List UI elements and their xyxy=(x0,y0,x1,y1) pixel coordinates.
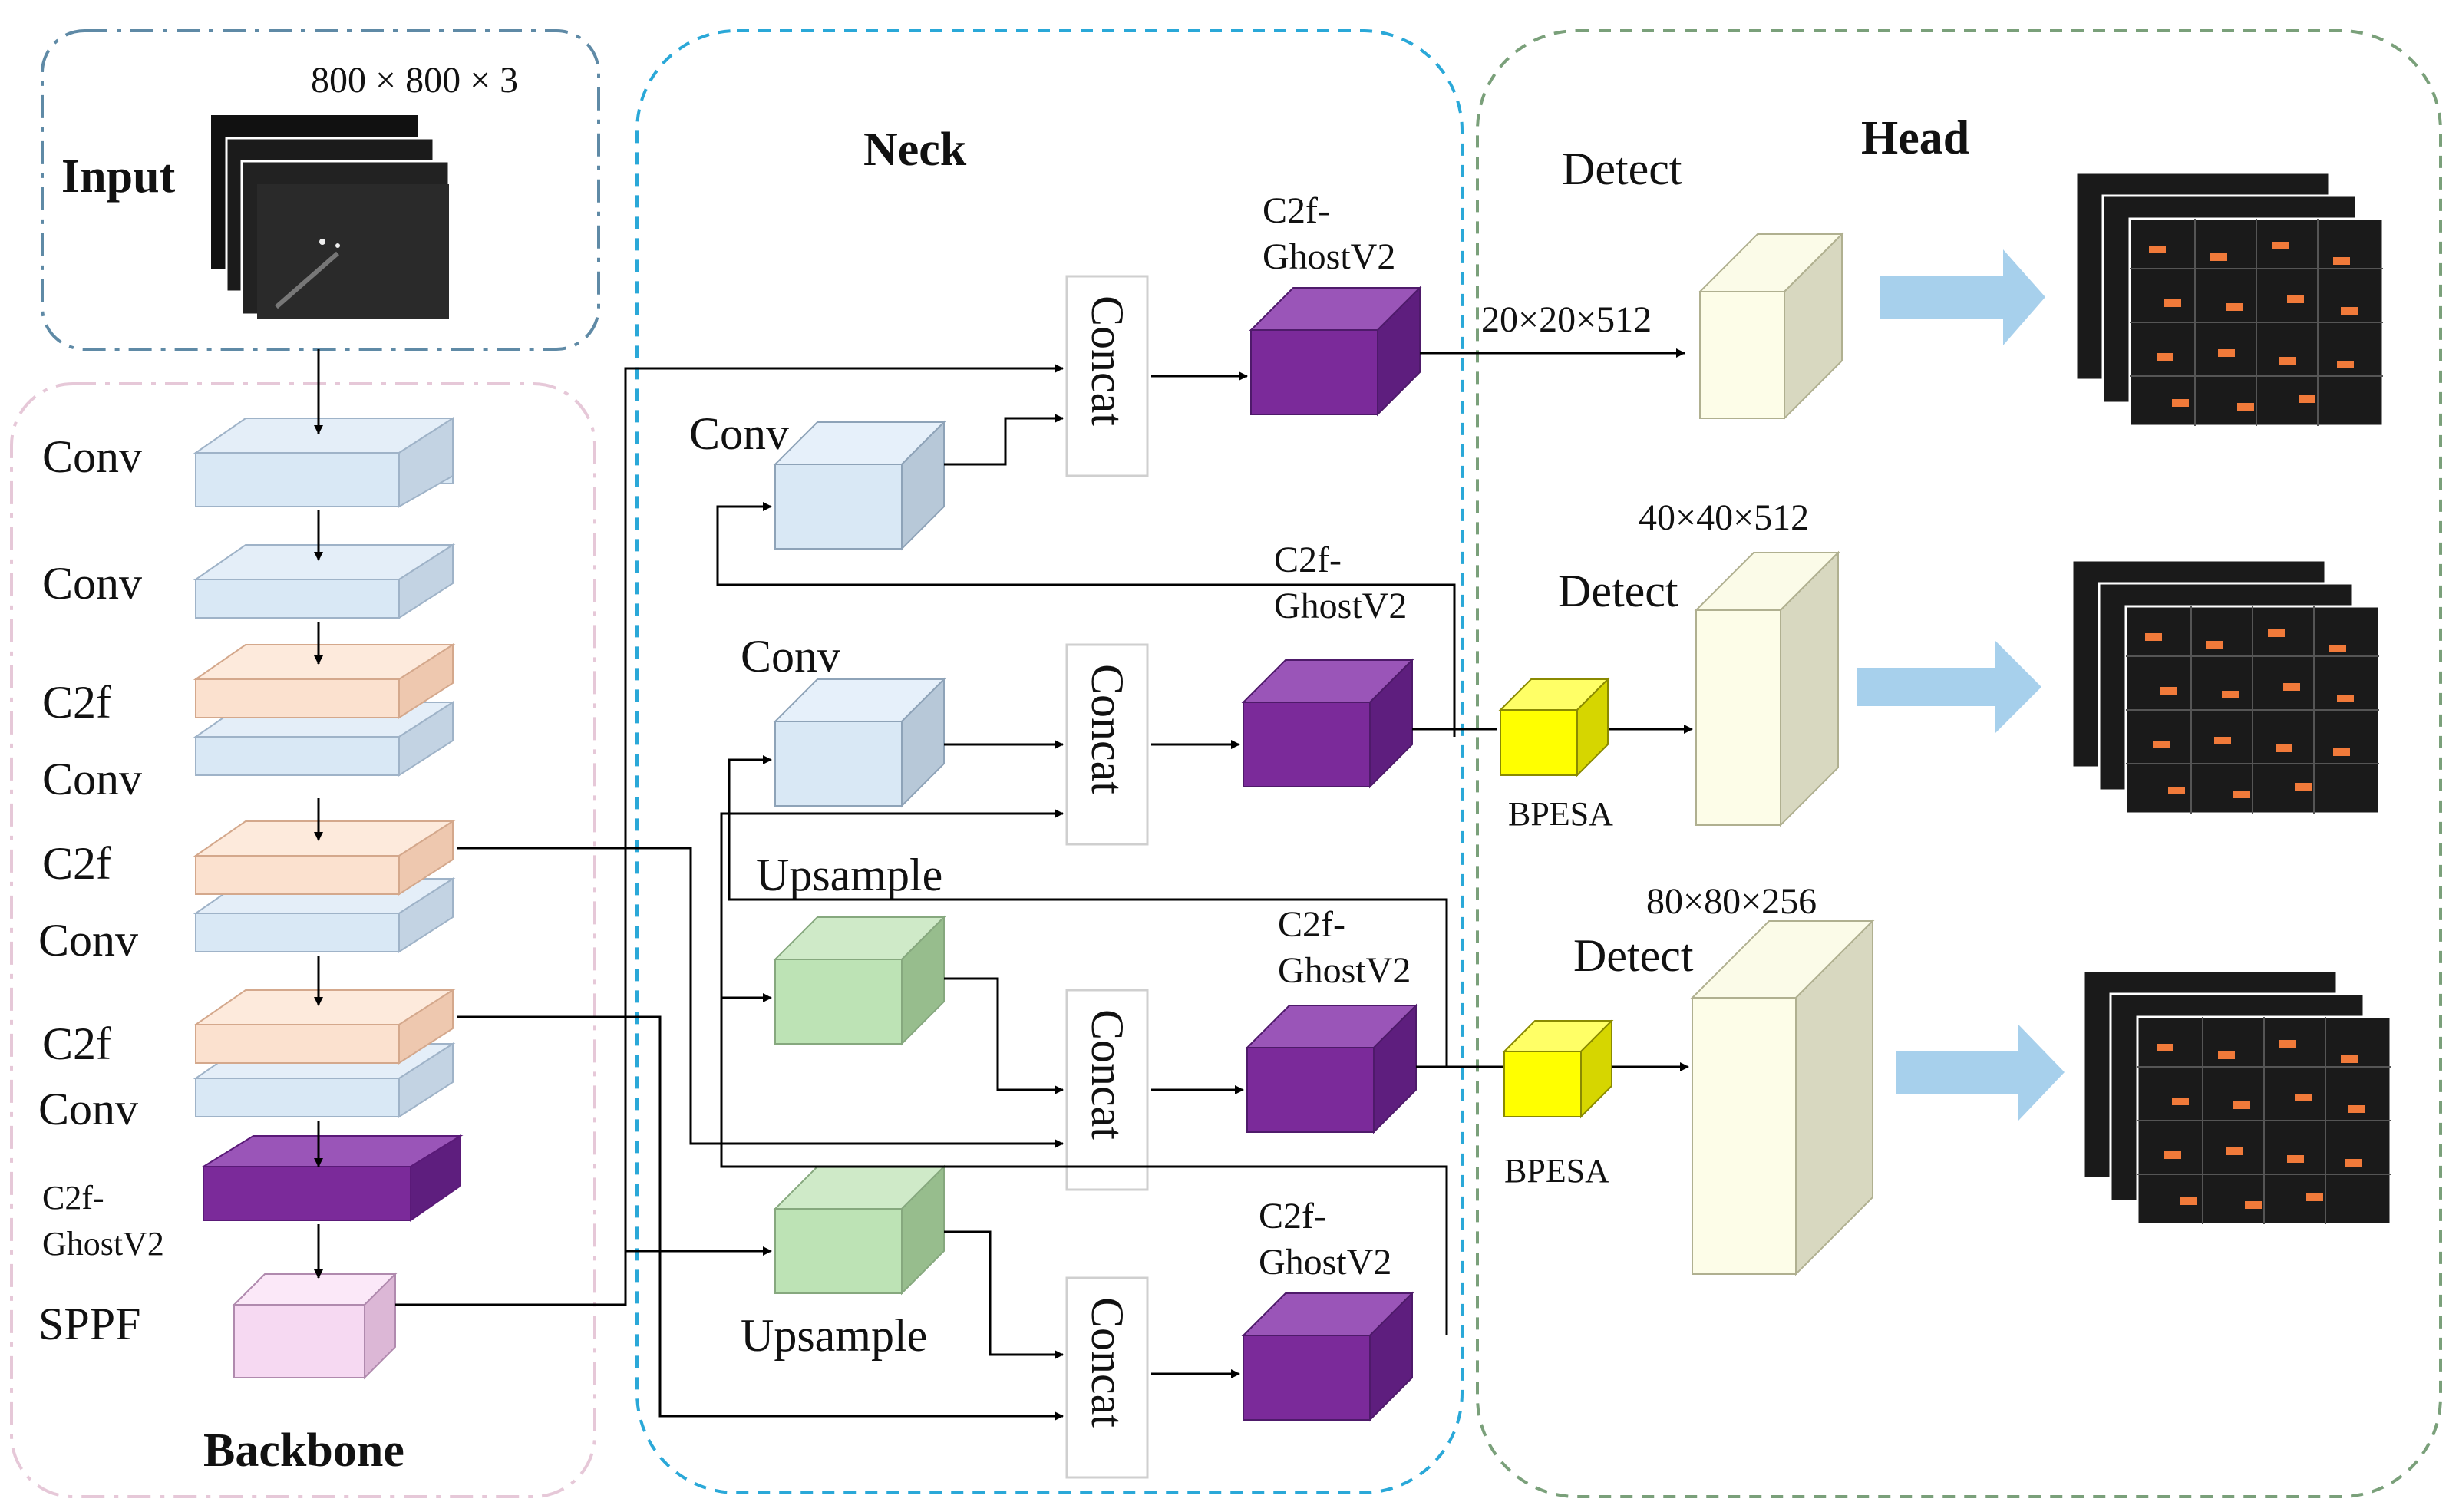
neck-ghost-4 xyxy=(1241,1291,1414,1422)
neck-concat-4-label: Concat xyxy=(1082,1297,1133,1428)
backbone-c2f-1-label: C2f xyxy=(42,677,111,728)
head-detect-2 xyxy=(1694,550,1840,827)
neck-concat-2-label: Concat xyxy=(1082,664,1133,794)
head-flow-arrow-2 xyxy=(1857,641,2041,733)
neck-ghost-3 xyxy=(1245,1003,1418,1134)
backbone-ghost-label-line1: C2f- xyxy=(42,1179,104,1217)
neck-ghost-2-line2: GhostV2 xyxy=(1274,586,1407,626)
neck-upsample-mid xyxy=(773,915,946,1046)
backbone-sppf xyxy=(232,1272,398,1380)
input-images-stack xyxy=(211,115,451,319)
head-detect-3-label: Detect xyxy=(1573,930,1694,981)
backbone-conv-1 xyxy=(193,417,456,508)
neck-concat-1-label: Concat xyxy=(1082,295,1133,426)
neck-ghost-2-line1: C2f- xyxy=(1274,540,1342,580)
neck-ghost-1 xyxy=(1249,286,1422,417)
neck-ghost-4-line1: C2f- xyxy=(1259,1196,1326,1236)
neck-concat-4: Concat xyxy=(1065,1276,1149,1479)
head-detect-3 xyxy=(1690,919,1875,1276)
backbone-c2f-3 xyxy=(193,989,456,1065)
head-bpesa-2 xyxy=(1502,1018,1614,1119)
input-title: Input xyxy=(61,150,176,203)
neck-upsample-bottom xyxy=(773,1164,946,1296)
neck-concat-3: Concat xyxy=(1065,989,1149,1191)
backbone-sppf-label: SPPF xyxy=(38,1299,140,1349)
neck-connections xyxy=(395,348,1693,1421)
neck-concat-1: Concat xyxy=(1065,275,1149,477)
head-bpesa-1 xyxy=(1498,677,1610,777)
neck-concat-2: Concat xyxy=(1065,643,1149,846)
backbone-ghost-label-line2: GhostV2 xyxy=(42,1225,164,1263)
backbone-c2f-ghostv2 xyxy=(200,1134,464,1222)
output-images-stack-3 xyxy=(2082,969,2392,1226)
input-size-label: 800 × 800 × 3 xyxy=(311,60,518,101)
neck-conv-top xyxy=(773,420,946,551)
neck-title: Neck xyxy=(863,124,967,176)
output-images-stack-2 xyxy=(2071,559,2381,815)
head-bpesa-2-label: BPESA xyxy=(1504,1152,1609,1190)
backbone-conv-3-label: Conv xyxy=(42,754,142,804)
neck-ghost-3-line2: GhostV2 xyxy=(1278,950,1411,991)
neck-ghost-2 xyxy=(1241,658,1414,789)
head-size-1: 20×20×512 xyxy=(1481,299,1652,340)
backbone-title: Backbone xyxy=(203,1425,404,1477)
backbone-conv-2-label: Conv xyxy=(42,558,142,609)
backbone-c2f-3-label: C2f xyxy=(42,1018,111,1069)
neck-conv-mid xyxy=(773,677,946,808)
head-detect-1 xyxy=(1698,232,1844,421)
neck-ghost-1-line1: C2f- xyxy=(1263,190,1330,231)
backbone-c2f-2-label: C2f xyxy=(42,838,111,889)
neck-upsample-mid-label: Upsample xyxy=(756,850,942,900)
head-flow-arrow-1 xyxy=(1880,249,2045,345)
backbone-conv-4-label: Conv xyxy=(38,915,138,966)
head-section-frame xyxy=(1476,29,2442,1498)
input-section-frame xyxy=(41,29,600,351)
neck-conv-top-label: Conv xyxy=(689,408,789,459)
head-flow-arrow-3 xyxy=(1896,1025,2065,1121)
neck-ghost-1-line2: GhostV2 xyxy=(1263,236,1395,277)
head-detect-2-label: Detect xyxy=(1558,566,1678,616)
neck-upsample-bottom-label: Upsample xyxy=(741,1310,927,1361)
backbone-conv-2 xyxy=(193,543,456,619)
head-size-2: 40×40×512 xyxy=(1639,497,1809,538)
backbone-conv-5-label: Conv xyxy=(38,1084,138,1134)
head-size-3: 80×80×256 xyxy=(1646,881,1817,922)
neck-conv-mid-label: Conv xyxy=(741,631,840,682)
head-bpesa-1-label: BPESA xyxy=(1508,795,1613,833)
neck-concat-3-label: Concat xyxy=(1082,1009,1133,1140)
backbone-c2f-1 xyxy=(193,643,456,719)
backbone-section-frame xyxy=(10,382,596,1498)
neck-ghost-3-line1: C2f- xyxy=(1278,904,1345,945)
backbone-c2f-2 xyxy=(193,820,456,896)
backbone-conv-1-label: Conv xyxy=(42,431,142,482)
head-title: Head xyxy=(1861,112,1969,164)
head-detect-1-label: Detect xyxy=(1562,144,1682,194)
output-images-stack-1 xyxy=(2074,171,2385,428)
neck-ghost-4-line2: GhostV2 xyxy=(1259,1242,1391,1283)
neck-section-frame xyxy=(635,29,1464,1494)
